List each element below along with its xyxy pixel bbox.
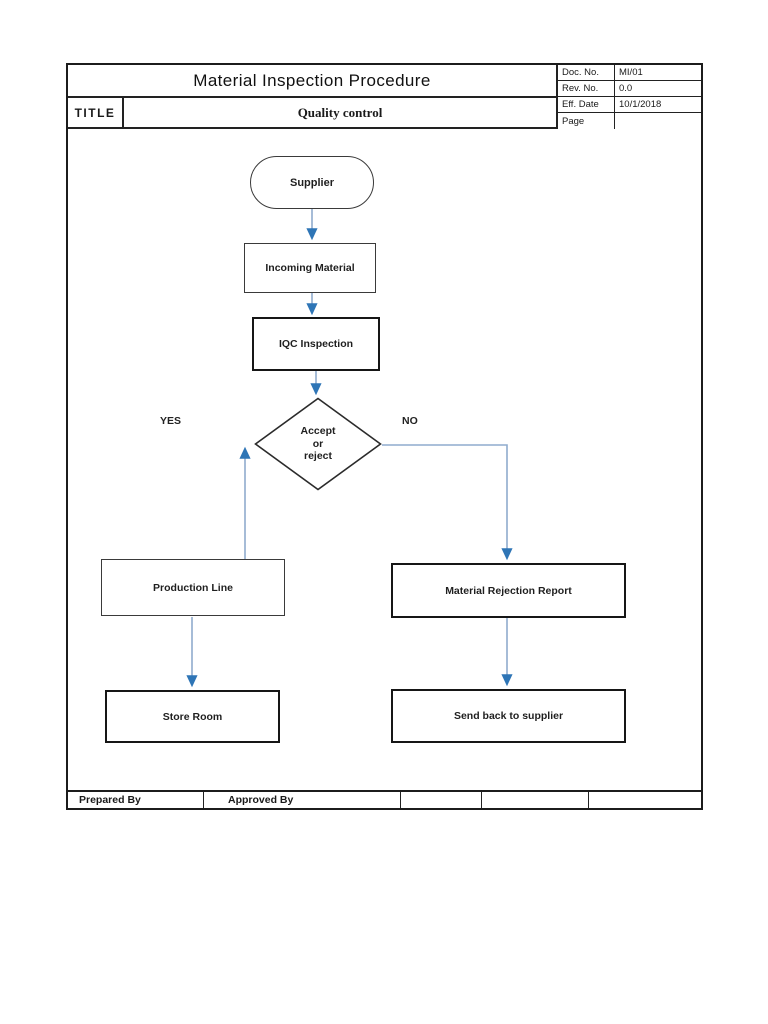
signature-empty-cell-2 <box>482 792 589 808</box>
document-subtitle: Quality control <box>124 98 558 129</box>
branch-label-yes: YES <box>160 415 182 427</box>
page-no-value <box>614 113 701 129</box>
branch-label-no: NO <box>402 415 418 427</box>
doc-no-value: MI/01 <box>614 65 701 81</box>
flowchart-node-production-line: Production Line <box>101 559 285 616</box>
rev-no-label: Rev. No. <box>558 81 614 97</box>
decision-diamond-shape <box>254 397 382 491</box>
decision-line-1: Accept <box>300 425 336 438</box>
flowchart-area: Supplier Incoming Material IQC Inspectio… <box>68 129 701 790</box>
title-label: TITLE <box>68 98 124 129</box>
signature-empty-cell-1 <box>401 792 482 808</box>
flowchart-node-supplier: Supplier <box>250 156 374 209</box>
doc-info-table: Doc. No. MI/01 Rev. No. 0.0 Eff. Date 10… <box>558 65 701 129</box>
decision-label: Accept or reject <box>254 397 382 491</box>
page-no-label: Page <box>562 115 585 127</box>
approved-by-cell: Approved By <box>204 792 401 808</box>
signature-row: Prepared By Approved By <box>68 790 701 808</box>
signature-empty-cell-3 <box>589 792 701 808</box>
flowchart-connectors <box>186 209 513 688</box>
prepared-by-cell: Prepared By <box>68 792 204 808</box>
flowchart-node-send-back-to-supplier: Send back to supplier <box>391 689 626 743</box>
page-title: Material Inspection Procedure <box>68 65 558 98</box>
decision-line-3: reject <box>303 450 333 463</box>
flowchart-node-iqc-inspection: IQC Inspection <box>252 317 380 371</box>
eff-date-label: Eff. Date <box>558 97 614 113</box>
rev-no-value: 0.0 <box>614 81 701 97</box>
connector-no-to-rejection-report <box>382 444 513 561</box>
flowchart-node-accept-or-reject: Accept or reject <box>254 397 382 491</box>
decision-line-2: or <box>312 437 324 450</box>
eff-date-value: 10/1/2018 <box>614 97 701 113</box>
doc-no-label: Doc. No. <box>558 65 614 81</box>
flowchart-node-incoming-material: Incoming Material <box>244 243 376 293</box>
flowchart-node-material-rejection-report: Material Rejection Report <box>391 563 626 618</box>
page-frame: Material Inspection Procedure TITLE Qual… <box>66 63 703 810</box>
flowchart-node-store-room: Store Room <box>105 690 280 743</box>
